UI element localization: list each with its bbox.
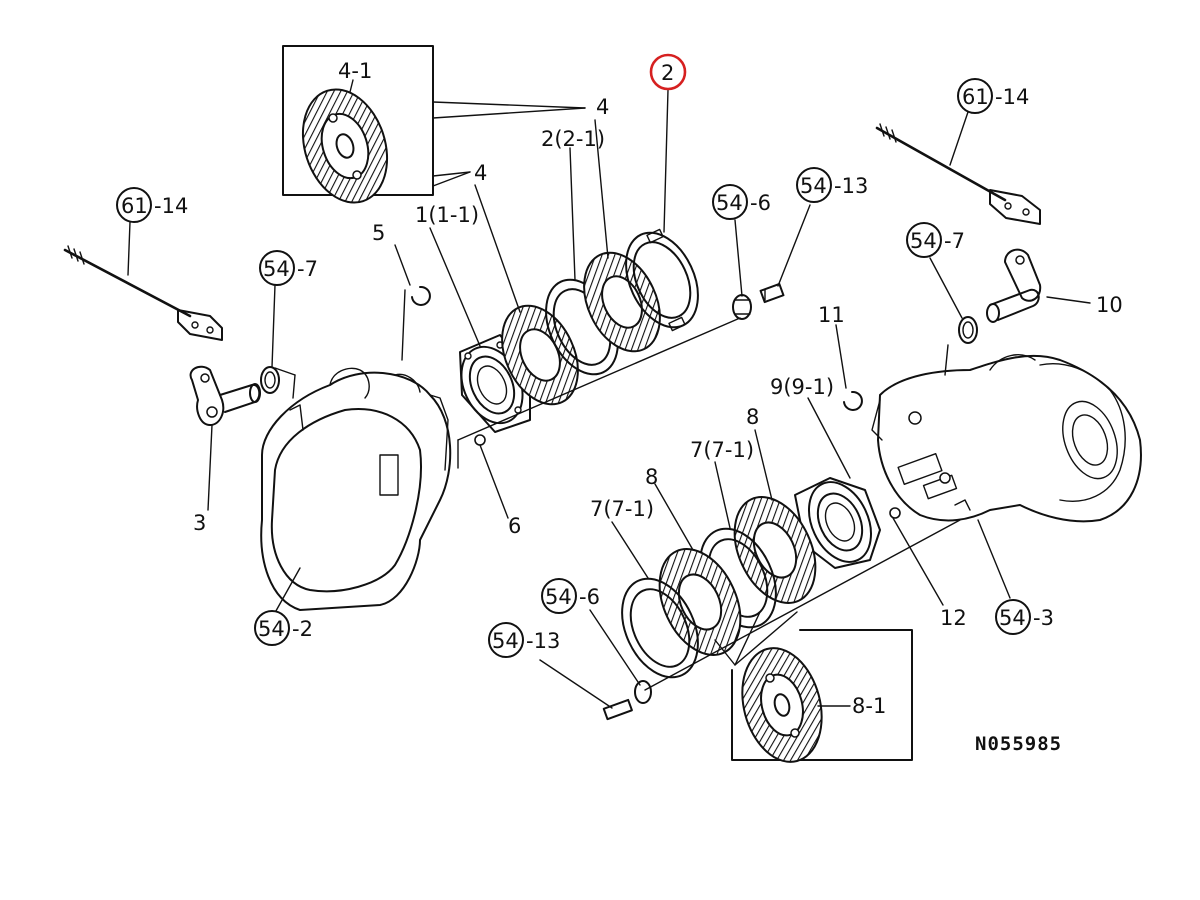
label-54-2: 54 -2 xyxy=(254,610,313,646)
svg-text:-2: -2 xyxy=(292,617,313,641)
highlight-circle-2 xyxy=(649,53,687,91)
svg-text:-7: -7 xyxy=(944,229,965,253)
right-brake-housing xyxy=(871,344,1142,523)
bolt-54-13-bottom xyxy=(602,698,633,721)
label-54-6-bottom: 54 -6 xyxy=(541,578,600,614)
svg-text:54: 54 xyxy=(545,585,572,609)
svg-text:61: 61 xyxy=(121,194,148,218)
bolt-54-13-top xyxy=(759,282,785,304)
label-11: 11 xyxy=(818,303,845,327)
label-8-upper: 8 xyxy=(746,405,759,429)
label-3: 3 xyxy=(193,511,206,535)
svg-text:54: 54 xyxy=(800,174,827,198)
label-9-9-1: 9(9-1) xyxy=(770,375,834,399)
label-2-top: 2 xyxy=(661,61,674,85)
label-12: 12 xyxy=(940,606,967,630)
friction-disc-8-upper xyxy=(733,496,817,604)
inset-friction-disc-8-1 xyxy=(714,611,913,763)
svg-text:-14: -14 xyxy=(154,194,188,218)
ball-6 xyxy=(474,434,486,446)
drawing-code: N055985 xyxy=(975,733,1062,755)
svg-text:61: 61 xyxy=(962,85,989,109)
left-brake-housing xyxy=(260,289,452,611)
label-4-1: 4-1 xyxy=(338,59,372,83)
label-61-14-left: 61 -14 xyxy=(116,187,188,223)
label-10: 10 xyxy=(1096,293,1123,317)
label-7-7-1-upper: 7(7-1) xyxy=(690,438,754,462)
upper-disc-pack xyxy=(411,228,785,469)
inset-friction-disc-4-1 xyxy=(282,45,586,204)
label-61-14-right: 61 -14 xyxy=(957,78,1029,114)
svg-text:54: 54 xyxy=(258,617,285,641)
ball-12 xyxy=(889,507,901,519)
svg-text:-6: -6 xyxy=(579,585,600,609)
label-5: 5 xyxy=(372,221,385,245)
lower-disc-pack xyxy=(602,390,961,721)
svg-text:54: 54 xyxy=(999,606,1026,630)
snap-ring-11 xyxy=(843,390,863,411)
part-labels: 4-1 4 2 2(2-1) 4 1(1-1) 5 54 -6 54 -13 6… xyxy=(116,53,1123,755)
label-54-7-right: 54 -7 xyxy=(906,222,965,258)
adjust-nut-54-6-top xyxy=(732,294,752,320)
leader-lines xyxy=(127,89,1091,709)
label-7-7-1-lower: 7(7-1) xyxy=(590,497,654,521)
svg-text:-14: -14 xyxy=(995,85,1029,109)
adjust-nut-54-6-bottom xyxy=(634,680,652,704)
friction-disc-8-lower xyxy=(658,548,742,656)
right-lever-assembly xyxy=(875,123,1042,344)
svg-text:-7: -7 xyxy=(297,257,318,281)
label-8-1: 8-1 xyxy=(852,694,886,718)
svg-text:-13: -13 xyxy=(526,629,560,653)
label-2-2-1: 2(2-1) xyxy=(541,127,605,151)
svg-text:-3: -3 xyxy=(1033,606,1054,630)
label-1-1-1: 1(1-1) xyxy=(415,203,479,227)
label-6: 6 xyxy=(508,514,521,538)
steel-plate-7-lower xyxy=(621,577,699,679)
label-54-13-top: 54 -13 xyxy=(796,167,868,203)
label-8-lower: 8 xyxy=(645,465,658,489)
left-lever-assembly xyxy=(63,245,296,426)
svg-text:54: 54 xyxy=(910,229,937,253)
friction-disc-4-upper xyxy=(583,251,661,353)
svg-text:54: 54 xyxy=(263,257,290,281)
svg-text:54: 54 xyxy=(492,629,519,653)
label-4-top: 4 xyxy=(596,95,609,119)
snap-ring-5 xyxy=(411,285,431,306)
label-54-7-left: 54 -7 xyxy=(259,250,318,286)
friction-disc-4-lower xyxy=(501,304,579,406)
svg-text:-6: -6 xyxy=(750,191,771,215)
steel-plate-2-outer xyxy=(625,228,699,332)
svg-text:54: 54 xyxy=(716,191,743,215)
svg-text:-13: -13 xyxy=(834,174,868,198)
label-54-3: 54 -3 xyxy=(995,599,1054,635)
label-4-mid: 4 xyxy=(474,161,487,185)
label-54-13-bottom: 54 -13 xyxy=(488,622,560,658)
label-54-6-top: 54 -6 xyxy=(712,184,771,220)
